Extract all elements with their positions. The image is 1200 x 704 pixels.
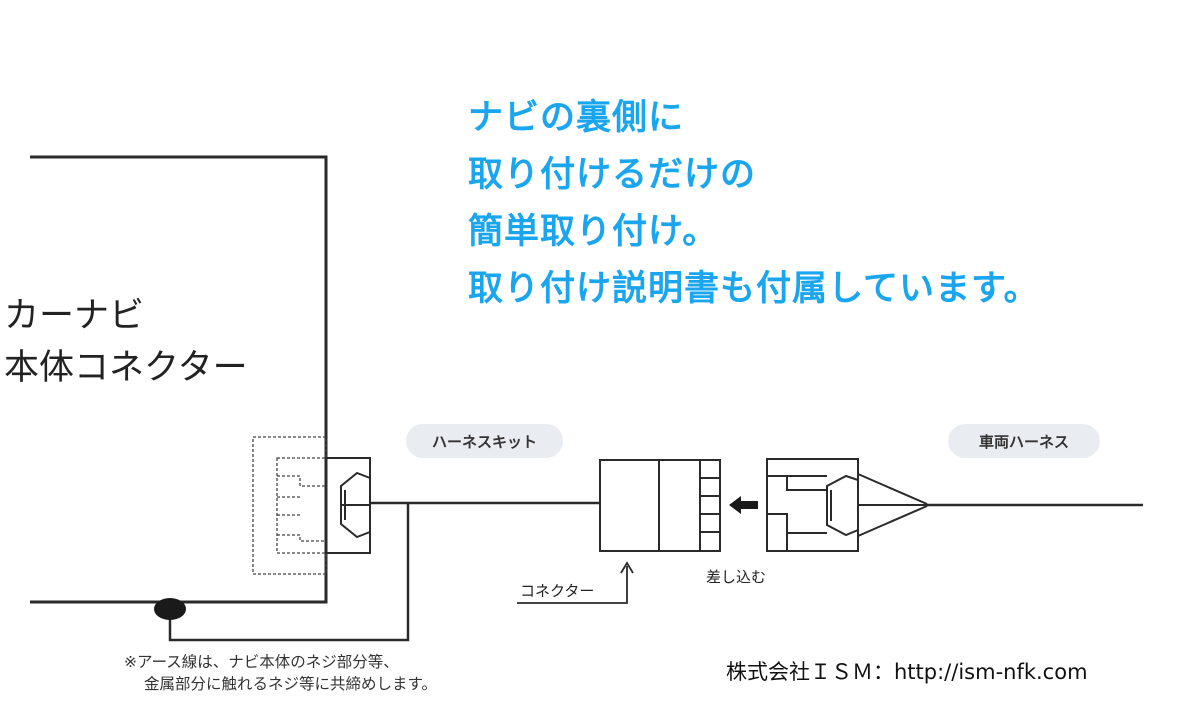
navi-connector-dashed	[252, 436, 327, 575]
vehicle-harness-label: 車両ハーネス	[948, 424, 1100, 458]
headline-line-1: ナビの裏側に	[468, 98, 685, 138]
ground-lug	[154, 598, 186, 620]
connector-label: コネクター	[520, 582, 595, 600]
harness-kit-label: ハーネスキット	[406, 424, 563, 458]
company-credit: 株式会社ＩＳＭ：http://ism-nfk.com	[726, 660, 1088, 684]
navi-unit-label: カーナビ 本体コネクター	[4, 290, 248, 394]
navi-unit-label-line-2: 本体コネクター	[4, 348, 248, 388]
ground-note-line-2: 金属部分に触れるネジ等に共締めします。	[144, 675, 437, 693]
kit-connector	[599, 459, 721, 552]
harness-kit-plug	[325, 457, 371, 554]
headline-line-3: 簡単取り付け。	[468, 212, 719, 252]
connector-pointer-arrow	[517, 561, 634, 604]
insert-arrow	[729, 496, 758, 514]
insert-label: 差し込む	[706, 568, 767, 586]
headline-line-4: 取り付け説明書も付属しています。	[468, 269, 1040, 309]
ground-note: ※アース線は、ナビ本体のネジ部分等、 金属部分に触れるネジ等に共締めします。	[124, 651, 437, 695]
headline: ナビの裏側に 取り付けるだけの 簡単取り付け。 取り付け説明書も付属しています。	[468, 90, 1039, 318]
navi-unit-label-line-1: カーナビ	[4, 296, 145, 336]
ground-note-line-1: ※アース線は、ナビ本体のネジ部分等、	[124, 653, 399, 671]
headline-line-2: 取り付けるだけの	[468, 155, 757, 195]
vehicle-harness-connector	[766, 458, 928, 552]
harness-cable	[168, 501, 600, 642]
